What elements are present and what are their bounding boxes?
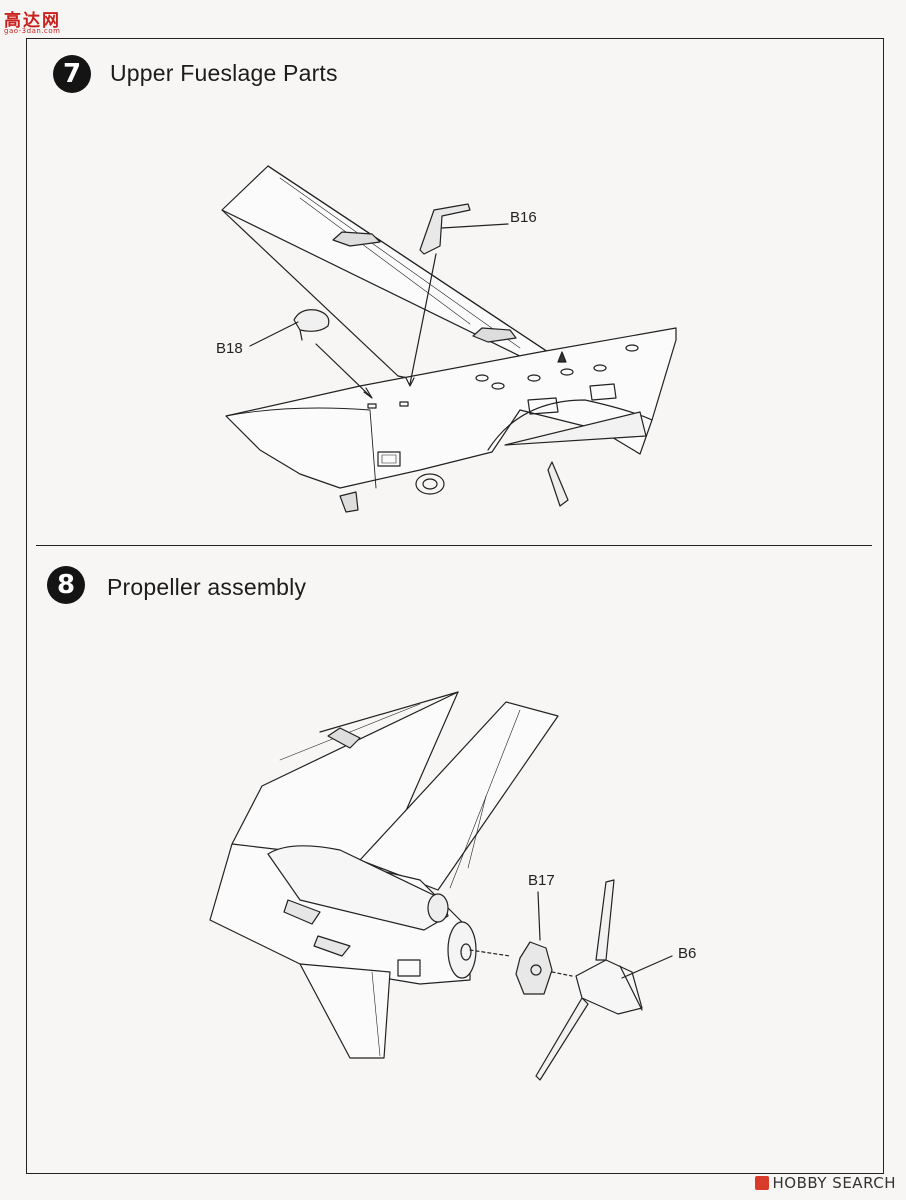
site-url: gao-3dan.com: [4, 27, 61, 35]
step-7-number-badge: 7: [53, 55, 91, 93]
part-label-b18: B18: [216, 340, 243, 357]
watermark-text: HOBBY SEARCH: [772, 1174, 896, 1192]
step-7-fuselage-illustration: [221, 165, 677, 513]
part-label-b6: B6: [678, 945, 697, 962]
step-8-number-badge: 8: [47, 566, 85, 604]
site-logo: 高达网: [4, 11, 61, 31]
part-label-b17: B17: [528, 872, 555, 889]
step-7-title: Upper Fueslage Parts: [110, 60, 338, 86]
step-8-title: Propeller assembly: [107, 574, 307, 600]
part-label-b16: B16: [510, 209, 537, 226]
section-divider: [36, 545, 872, 546]
step-8-propeller-illustration: [209, 691, 673, 1081]
watermark: HOBBY SEARCH: [754, 1174, 896, 1192]
instruction-page-frame: [26, 38, 884, 1174]
hobby-search-logo-icon: [754, 1176, 769, 1190]
